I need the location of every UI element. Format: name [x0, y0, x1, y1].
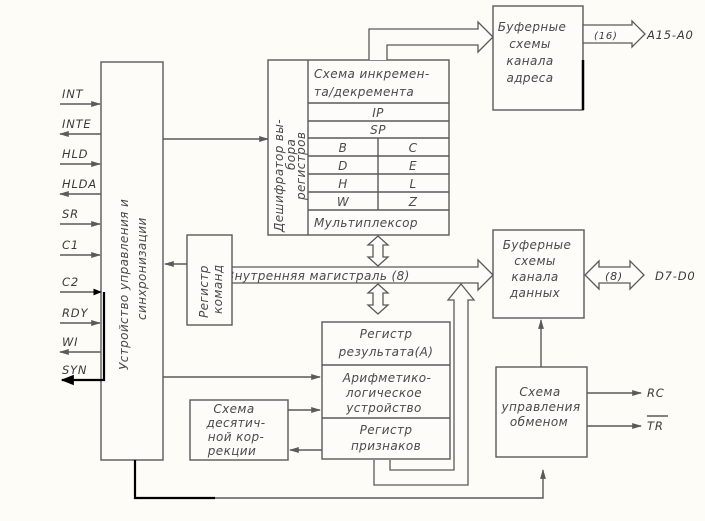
multiplexer-label: Мультиплексор	[314, 216, 418, 230]
register-block-box	[267, 59, 450, 236]
signal-label-c1: C1	[62, 238, 79, 252]
incrementer-label-1: Схема инкремен-	[314, 67, 430, 81]
instruction-register-label-1: Регистр	[197, 265, 211, 318]
register-l: L	[409, 177, 416, 191]
address-buffer-label-4: адреса	[506, 71, 553, 85]
flags-feedback-bus	[373, 282, 476, 486]
register-w: W	[337, 195, 350, 209]
alu-block-box	[321, 321, 451, 460]
alu-bus-connector	[366, 283, 390, 315]
address-output-bus	[582, 19, 646, 49]
control-unit: Устройство управления и синхронизации	[100, 61, 164, 461]
register-e: E	[409, 159, 417, 173]
register-c: C	[409, 141, 418, 155]
decimal-correction-label-3: ной кор-	[208, 430, 265, 444]
register-ip: IP	[372, 106, 384, 120]
register-bus-connector	[366, 235, 390, 267]
exchange-control-label-3: обменом	[510, 415, 568, 429]
control-to-exchange-line-dark	[133, 460, 215, 500]
decoder-label-2: бора	[284, 139, 298, 170]
alu-block: Регистр результата(A) Арифметико- логиче…	[321, 321, 451, 460]
control-unit-label-1: Устройство управления и	[117, 199, 131, 370]
signal-label-syn: SYN	[62, 363, 87, 377]
exchange-control-label-2: управления	[501, 400, 581, 414]
flags-label-1: Регистр	[360, 423, 413, 437]
accumulator-label-2: результата(A)	[338, 345, 434, 359]
decimal-correction: Схема десятич- ной кор- рекции	[189, 399, 289, 461]
decimal-correction-box	[189, 399, 289, 461]
internal-bus-label: Внутренняя магистраль (8)	[226, 269, 410, 283]
data-buffer-box	[492, 229, 585, 319]
data-buffer: Буферные схемы канала данных	[492, 229, 585, 319]
rc-label: RC	[647, 386, 665, 400]
decimal-correction-label-1: Схема	[213, 402, 254, 416]
register-d: D	[338, 159, 348, 173]
data-output-bus	[584, 259, 645, 291]
address-buffer-box	[492, 5, 584, 111]
register-h: H	[338, 177, 347, 191]
incrementer-label-2: та/декремента	[314, 85, 414, 99]
register-sp: SP	[370, 123, 386, 137]
signal-label-wi: WI	[62, 335, 78, 349]
signal-label-rdy: RDY	[62, 306, 88, 320]
signal-line-syn	[60, 292, 106, 386]
data-buffer-label-2: схемы	[514, 254, 556, 268]
alu-label-3: устройство	[345, 401, 421, 415]
register-z: Z	[408, 195, 418, 209]
signal-label-hld: HLD	[62, 147, 88, 161]
exchange-control: Схема управления обменом	[495, 366, 588, 458]
decoder-label-3: регистров	[294, 132, 308, 201]
instruction-register-label-2: команд	[211, 264, 225, 314]
flags-label-2: признаков	[351, 439, 421, 453]
decoder-label-1: Дешифратор вы-	[272, 119, 286, 233]
address-buffer-label-1: Буферные	[498, 20, 567, 34]
signal-label-hlda: HLDA	[62, 177, 97, 191]
data-buffer-label-1: Буферные	[503, 238, 572, 252]
register-b: B	[339, 141, 348, 155]
signal-label-c2: C2	[62, 275, 79, 289]
control-to-exchange-line	[215, 469, 546, 499]
control-unit-label-2: синхронизации	[135, 217, 149, 320]
address-internal-bus	[368, 20, 494, 60]
accumulator-label-1: Регистр	[360, 327, 413, 341]
address-buffer: Буферные схемы канала адреса	[492, 5, 585, 111]
address-buffer-label-2: схемы	[509, 37, 551, 51]
alu-label-2: логическое	[345, 386, 422, 400]
decimal-correction-label-4: рекции	[207, 444, 256, 458]
alu-label-1: Арифметико-	[342, 371, 431, 385]
exchange-control-box	[495, 366, 588, 458]
decimal-correction-label-2: десятич-	[206, 416, 266, 430]
instruction-register: Регистр команд	[186, 234, 233, 326]
signal-label-inte: INTE	[62, 117, 92, 131]
tr-label: TR	[647, 419, 664, 433]
address-output-label: A15-A0	[646, 28, 694, 42]
data-bus-width: (8)	[605, 270, 623, 283]
signal-label-int: INT	[62, 87, 84, 101]
control-unit-box	[100, 61, 164, 461]
exchange-control-label-1: Схема	[519, 385, 560, 399]
data-buffer-label-3: канала	[511, 270, 558, 284]
address-buffer-label-3: канала	[506, 54, 553, 68]
instruction-register-box	[186, 234, 233, 326]
address-bus-width: (16)	[594, 31, 618, 42]
register-block: Дешифратор вы- бора регистров Схема инкр…	[267, 59, 450, 236]
signal-label-sr: SR	[62, 207, 79, 221]
data-output-label: D7-D0	[655, 269, 696, 283]
data-buffer-label-4: данных	[509, 286, 561, 300]
